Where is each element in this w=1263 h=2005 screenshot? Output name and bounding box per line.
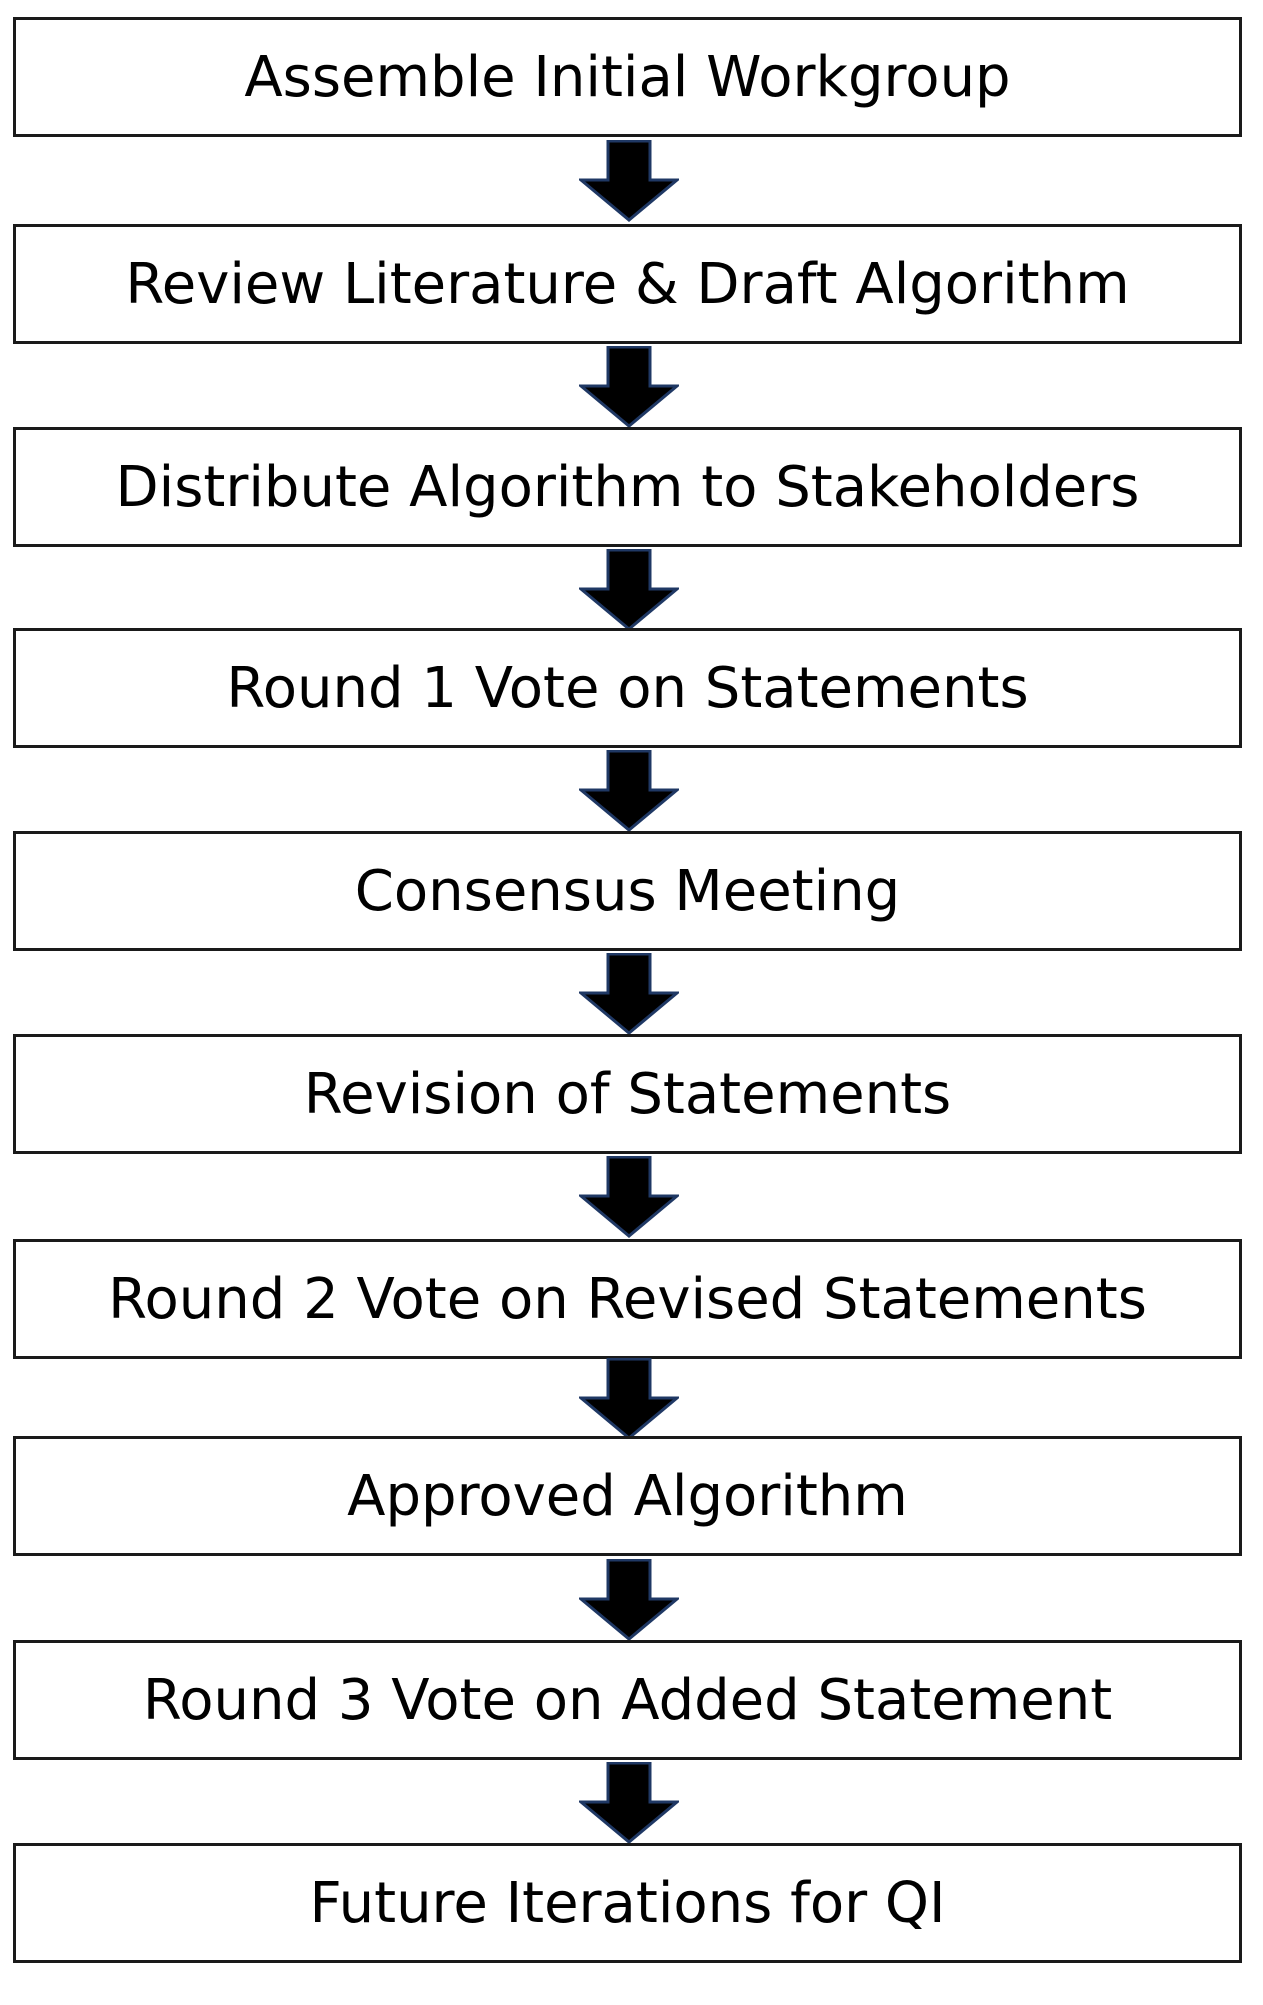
step-label: Assemble Initial Workgroup <box>244 44 1011 110</box>
step-review-literature: Review Literature & Draft Algorithm <box>13 224 1242 344</box>
down-arrow-icon <box>579 346 679 428</box>
step-approved-algorithm: Approved Algorithm <box>13 1436 1242 1556</box>
down-arrow-icon <box>579 750 679 832</box>
step-future-iterations: Future Iterations for QI <box>13 1843 1242 1963</box>
step-distribute-algorithm: Distribute Algorithm to Stakeholders <box>13 427 1242 547</box>
down-arrow-icon <box>579 1358 679 1440</box>
down-arrow-icon <box>579 140 679 222</box>
step-label: Round 1 Vote on Statements <box>226 655 1029 721</box>
step-label: Round 2 Vote on Revised Statements <box>108 1266 1147 1332</box>
step-label: Round 3 Vote on Added Statement <box>142 1667 1113 1733</box>
step-label: Consensus Meeting <box>354 858 901 924</box>
step-round-3-vote: Round 3 Vote on Added Statement <box>13 1640 1242 1760</box>
down-arrow-icon <box>579 1762 679 1844</box>
down-arrow-icon <box>579 549 679 631</box>
step-revision-of-statements: Revision of Statements <box>13 1034 1242 1154</box>
down-arrow-icon <box>579 1156 679 1238</box>
step-round-2-vote: Round 2 Vote on Revised Statements <box>13 1239 1242 1359</box>
step-label: Revision of Statements <box>303 1061 952 1127</box>
down-arrow-icon <box>579 1559 679 1641</box>
step-label: Distribute Algorithm to Stakeholders <box>115 454 1140 520</box>
step-consensus-meeting: Consensus Meeting <box>13 831 1242 951</box>
step-label: Future Iterations for QI <box>309 1870 946 1936</box>
step-round-1-vote: Round 1 Vote on Statements <box>13 628 1242 748</box>
step-label: Review Literature & Draft Algorithm <box>125 251 1130 317</box>
down-arrow-icon <box>579 953 679 1035</box>
step-assemble-initial-workgroup: Assemble Initial Workgroup <box>13 17 1242 137</box>
step-label: Approved Algorithm <box>347 1463 908 1529</box>
